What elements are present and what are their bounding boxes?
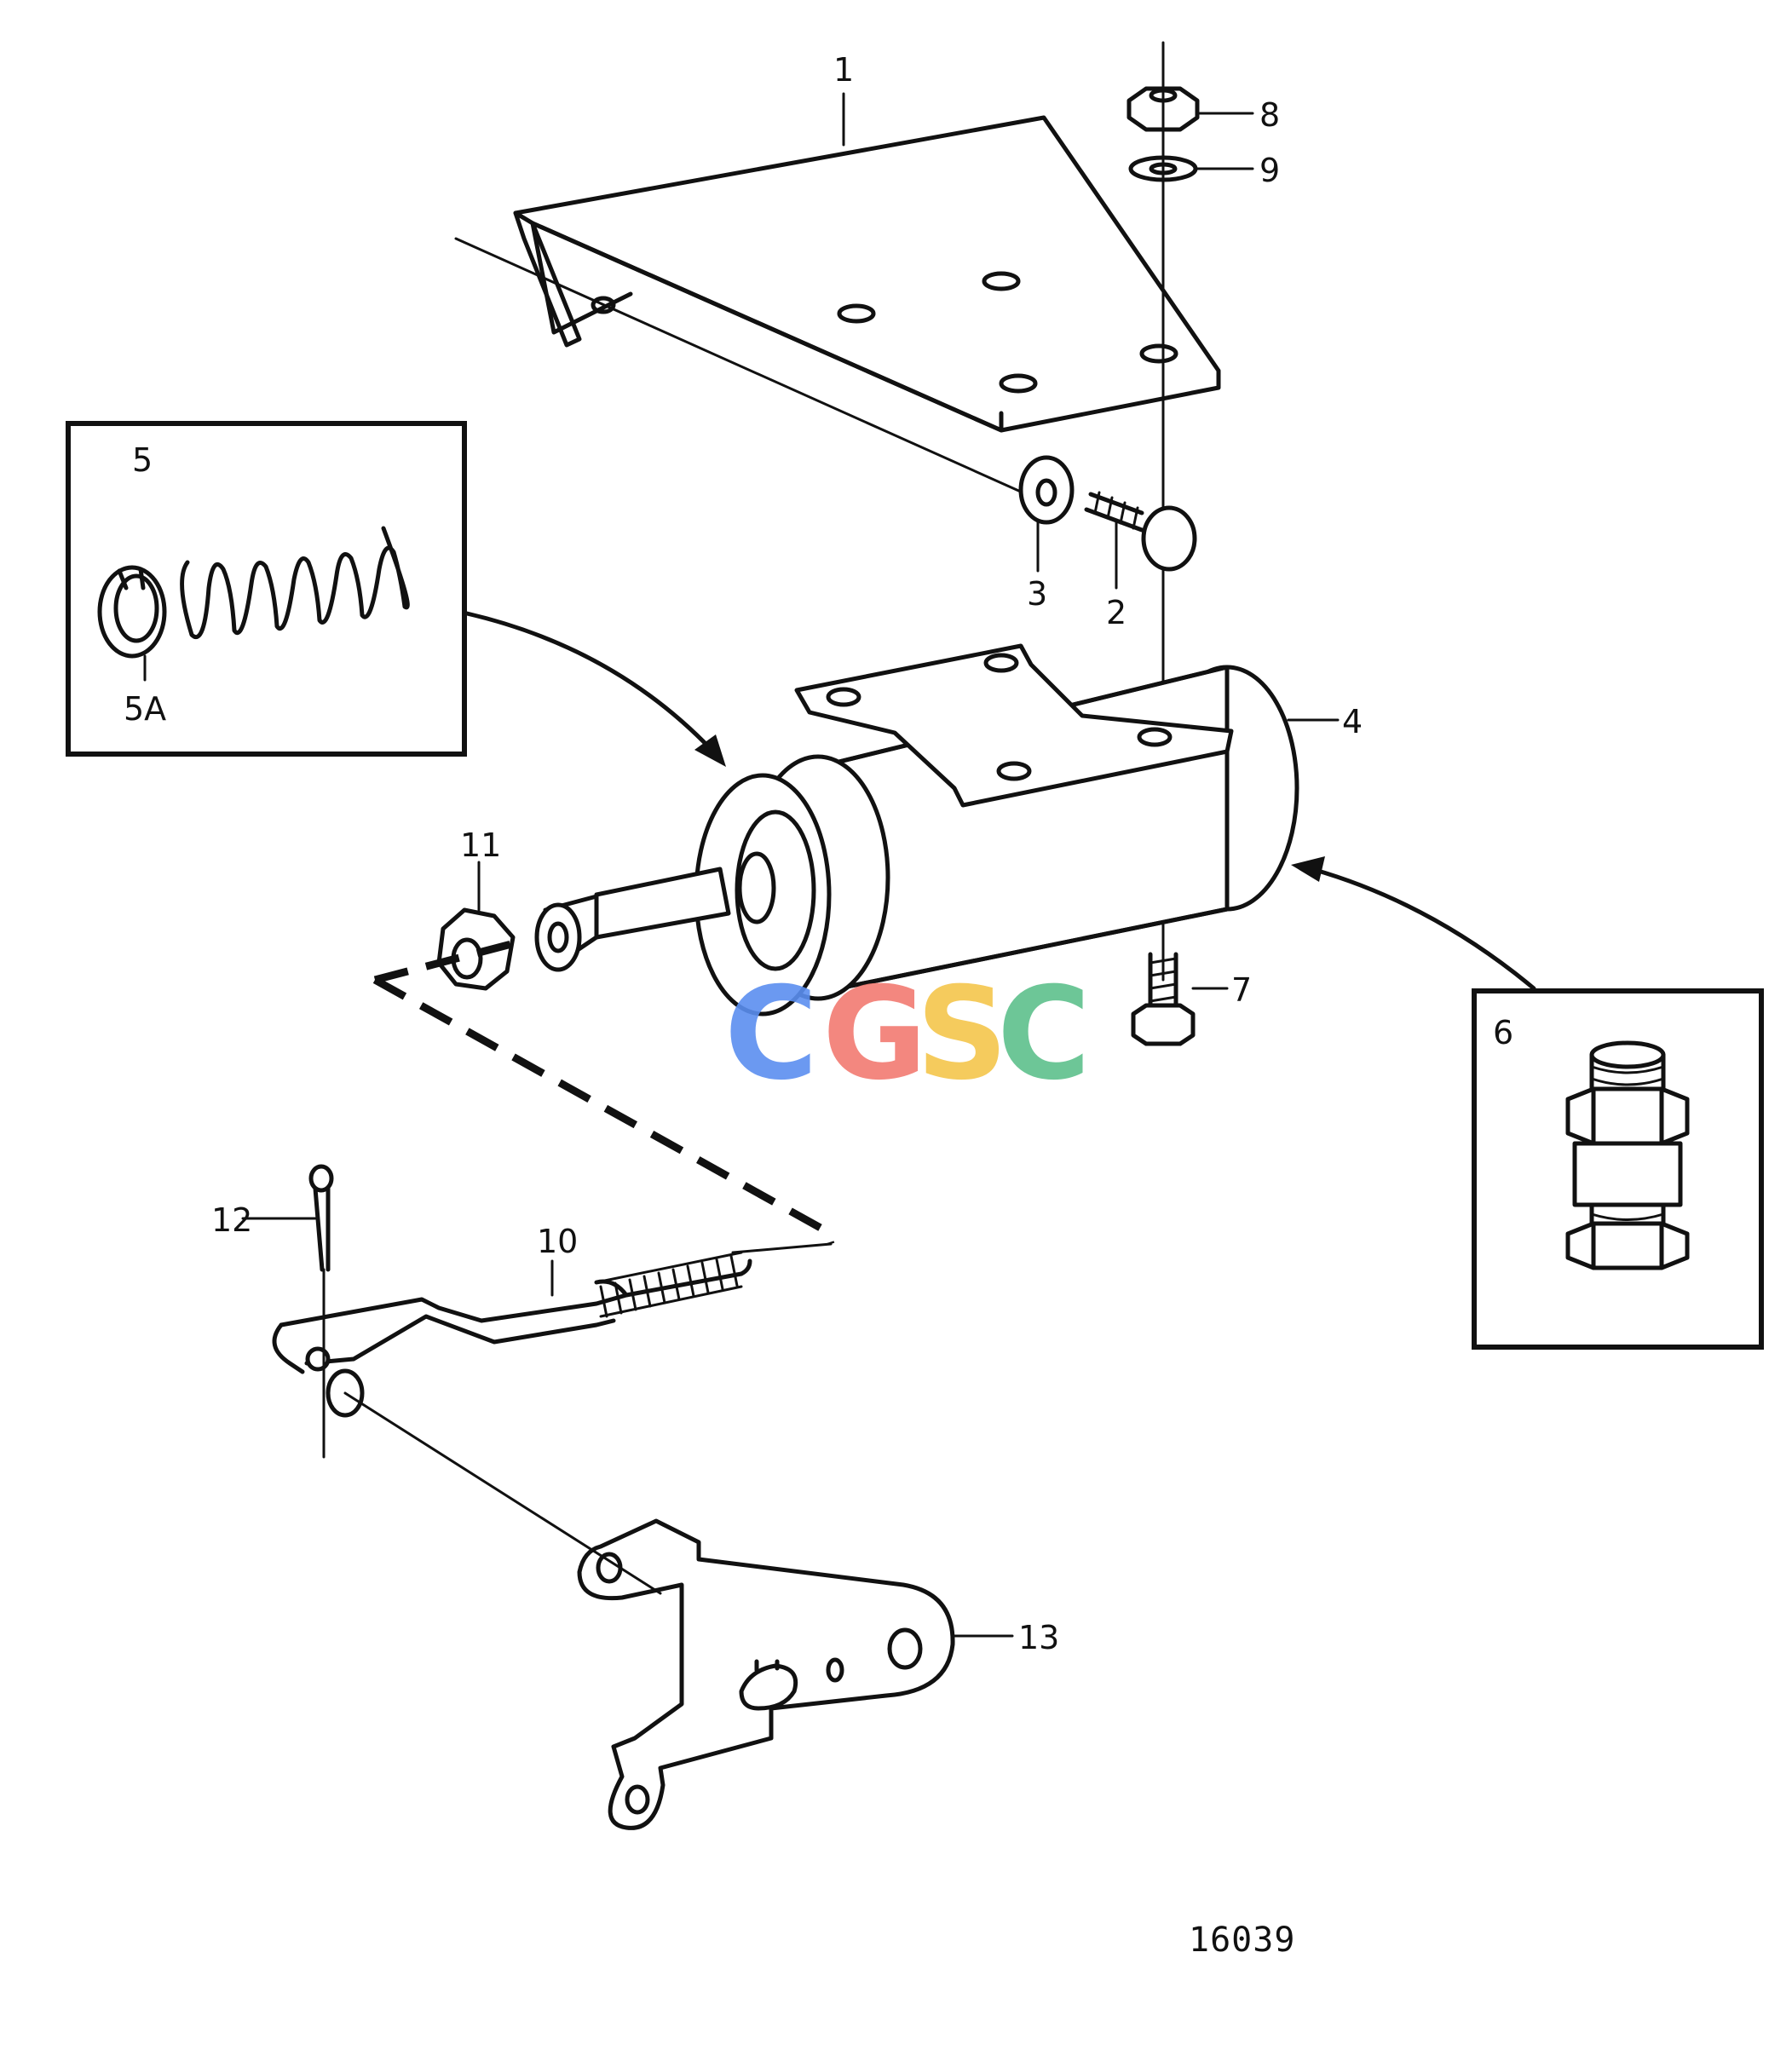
drawing-reference-number: 16039 bbox=[1189, 1921, 1295, 1960]
part-5a-retaining-ring bbox=[97, 565, 167, 659]
inset-box-5 bbox=[66, 421, 467, 757]
part-3-washer bbox=[1018, 455, 1075, 525]
part-1-bracket-plate bbox=[454, 115, 1221, 494]
callout-10: 10 bbox=[537, 1223, 578, 1260]
linkage-dashed-line bbox=[373, 940, 513, 984]
part-11-nut bbox=[436, 907, 516, 991]
leader-lines bbox=[241, 92, 1340, 1638]
callout-4: 4 bbox=[1342, 703, 1363, 740]
linkage-dashed-line-long bbox=[372, 976, 835, 1246]
part-4-solenoid bbox=[534, 643, 1299, 1016]
arrow-head-inset-6 bbox=[1291, 856, 1325, 882]
callout-12: 12 bbox=[211, 1201, 252, 1239]
callout-3: 3 bbox=[1027, 575, 1047, 613]
part-10-rod bbox=[272, 1251, 752, 1418]
arrow-from-inset-6 bbox=[1310, 867, 1536, 991]
watermark-logo: C G S C bbox=[724, 960, 1091, 1109]
callout-labels: 1 8 9 5 5A 3 2 4 11 7 6 10 12 13 bbox=[124, 51, 1513, 1656]
callout-8: 8 bbox=[1259, 96, 1280, 134]
callout-1: 1 bbox=[833, 51, 854, 89]
part-12-cotter-pin bbox=[308, 1164, 334, 1459]
callout-13: 13 bbox=[1018, 1619, 1059, 1656]
part-6-fitting bbox=[1565, 1040, 1690, 1270]
watermark-letter-4: C bbox=[997, 960, 1091, 1109]
callout-5: 5 bbox=[132, 441, 153, 479]
callout-2: 2 bbox=[1106, 594, 1126, 631]
callout-7: 7 bbox=[1231, 971, 1252, 1009]
part-13-lever-bracket bbox=[343, 1391, 955, 1830]
part-7-bolt bbox=[1131, 952, 1196, 1046]
part-2-bolt bbox=[1084, 491, 1197, 572]
watermark-letter-3: S bbox=[916, 960, 1008, 1109]
part-5-spring bbox=[180, 526, 410, 639]
callout-5a: 5A bbox=[124, 690, 166, 728]
arrow-head-inset-5 bbox=[694, 734, 726, 767]
callout-9: 9 bbox=[1259, 152, 1280, 189]
watermark-letter-1: C bbox=[724, 960, 818, 1109]
linkage-guide bbox=[731, 1242, 833, 1254]
callout-11: 11 bbox=[460, 826, 501, 864]
arrow-from-inset-5 bbox=[464, 611, 714, 752]
watermark-letter-2: G bbox=[822, 960, 927, 1109]
inset-box-6 bbox=[1472, 988, 1764, 1350]
callout-6: 6 bbox=[1493, 1014, 1513, 1051]
